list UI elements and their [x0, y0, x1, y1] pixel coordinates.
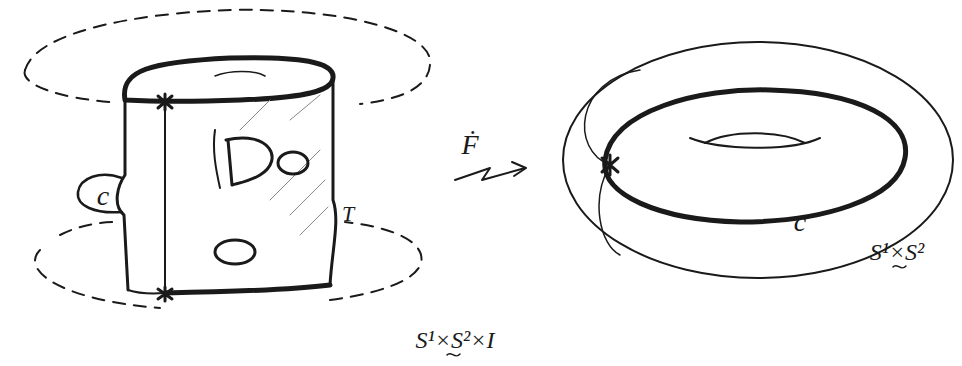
torus-label: T: [342, 203, 354, 225]
curve-label: c: [794, 208, 806, 236]
map-label: Ḟ: [461, 131, 478, 159]
space-label: S¹×S²×I: [416, 328, 495, 352]
space-label: S¹×S²: [870, 240, 925, 264]
curve-label: c: [97, 182, 109, 210]
